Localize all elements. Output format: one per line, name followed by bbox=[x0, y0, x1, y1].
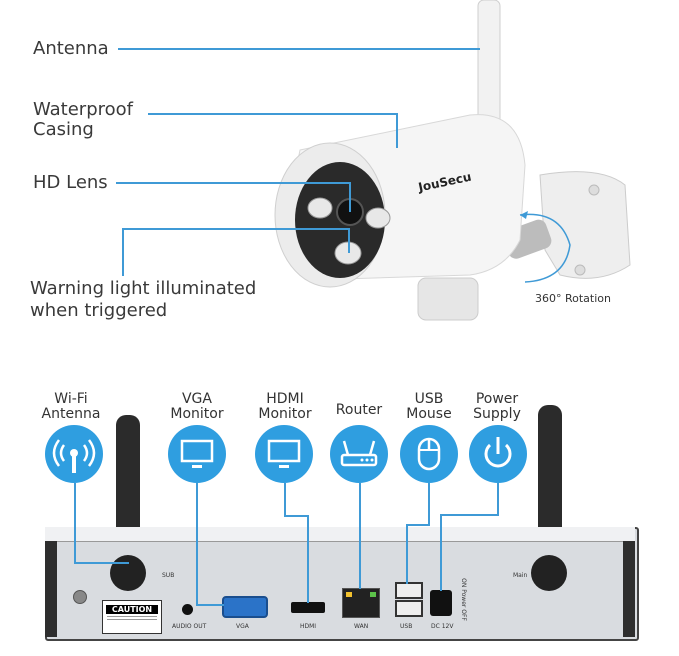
wifi-antenna-icon bbox=[45, 425, 103, 483]
router-label: Router bbox=[335, 402, 383, 418]
antenna-base-left bbox=[110, 555, 146, 591]
audio-out-port bbox=[182, 604, 193, 615]
hdmi-label: HDMI bbox=[300, 623, 317, 630]
wifi-connector-v bbox=[74, 483, 76, 563]
rotation-arrow bbox=[519, 213, 571, 283]
main-antenna-label: Main bbox=[513, 572, 528, 579]
hdmi-connector-v1 bbox=[284, 483, 286, 516]
lens-callout-line-h bbox=[116, 182, 350, 184]
warning-callout-line-v bbox=[122, 228, 124, 276]
waterproof-label-1: Waterproof bbox=[33, 99, 134, 120]
camera-illustration bbox=[274, 0, 631, 321]
warning-label-1: Warning light illuminated bbox=[30, 278, 257, 299]
ground-screw bbox=[73, 590, 87, 604]
sub-antenna-label: SUB bbox=[162, 572, 175, 579]
vga-monitor-icon bbox=[168, 425, 226, 483]
hdmi-connector-v2 bbox=[307, 515, 309, 603]
router-icon bbox=[330, 425, 388, 483]
usb-connector-v2 bbox=[406, 524, 408, 584]
wifi-connector-h bbox=[74, 562, 129, 564]
vga-port bbox=[222, 596, 268, 618]
wan-port bbox=[342, 588, 380, 618]
waterproof-label-2: Casing bbox=[33, 119, 94, 140]
casing-callout-line-h bbox=[148, 113, 398, 115]
nvr-right-side bbox=[623, 541, 635, 637]
warning-label-2: when triggered bbox=[30, 300, 168, 321]
antenna-callout-line bbox=[118, 48, 480, 50]
antenna-base-right bbox=[531, 555, 567, 591]
power-switch-label: ON Power OFF bbox=[459, 578, 467, 621]
usb-mouse-icon bbox=[400, 425, 458, 483]
nvr-top-edge bbox=[45, 527, 635, 542]
usb-port-1 bbox=[395, 582, 423, 599]
audio-out-label: AUDIO OUT bbox=[172, 623, 207, 630]
usb-port-2 bbox=[395, 600, 423, 617]
power-connector-v1 bbox=[497, 483, 499, 515]
warning-callout-line-v2 bbox=[348, 228, 350, 253]
caution-sticker: CAUTION bbox=[102, 600, 162, 634]
wan-label: WAN bbox=[354, 623, 369, 630]
usb-label: USB bbox=[400, 623, 413, 630]
nvr-left-side bbox=[45, 541, 57, 637]
vga-label: VGA bbox=[236, 623, 249, 630]
usb-connector-v1 bbox=[428, 483, 430, 525]
camera-mount bbox=[539, 171, 631, 279]
warning-callout-line-h bbox=[122, 228, 350, 230]
power-connector-v2 bbox=[440, 514, 442, 591]
vga-connector-v bbox=[196, 483, 198, 605]
hdmi-monitor-icon bbox=[255, 425, 313, 483]
power-connector-h bbox=[440, 514, 499, 516]
dc-label: DC 12V bbox=[431, 623, 454, 630]
hd-lens-label: HD Lens bbox=[33, 172, 108, 193]
rotation-label: 360° Rotation bbox=[535, 292, 611, 305]
hdmi-connector-h bbox=[284, 515, 308, 517]
hdmi-port bbox=[291, 602, 325, 613]
casing-callout-line-v bbox=[396, 113, 398, 148]
antenna-label: Antenna bbox=[33, 38, 109, 59]
router-connector-v bbox=[359, 483, 361, 589]
usb-connector-h bbox=[406, 524, 430, 526]
vga-connector-h bbox=[196, 604, 224, 606]
dc-power-port bbox=[430, 590, 452, 616]
caution-text: CAUTION bbox=[106, 605, 158, 614]
power-icon bbox=[469, 425, 527, 483]
camera-antenna bbox=[477, 0, 501, 131]
lens-callout-line-v bbox=[349, 182, 351, 212]
